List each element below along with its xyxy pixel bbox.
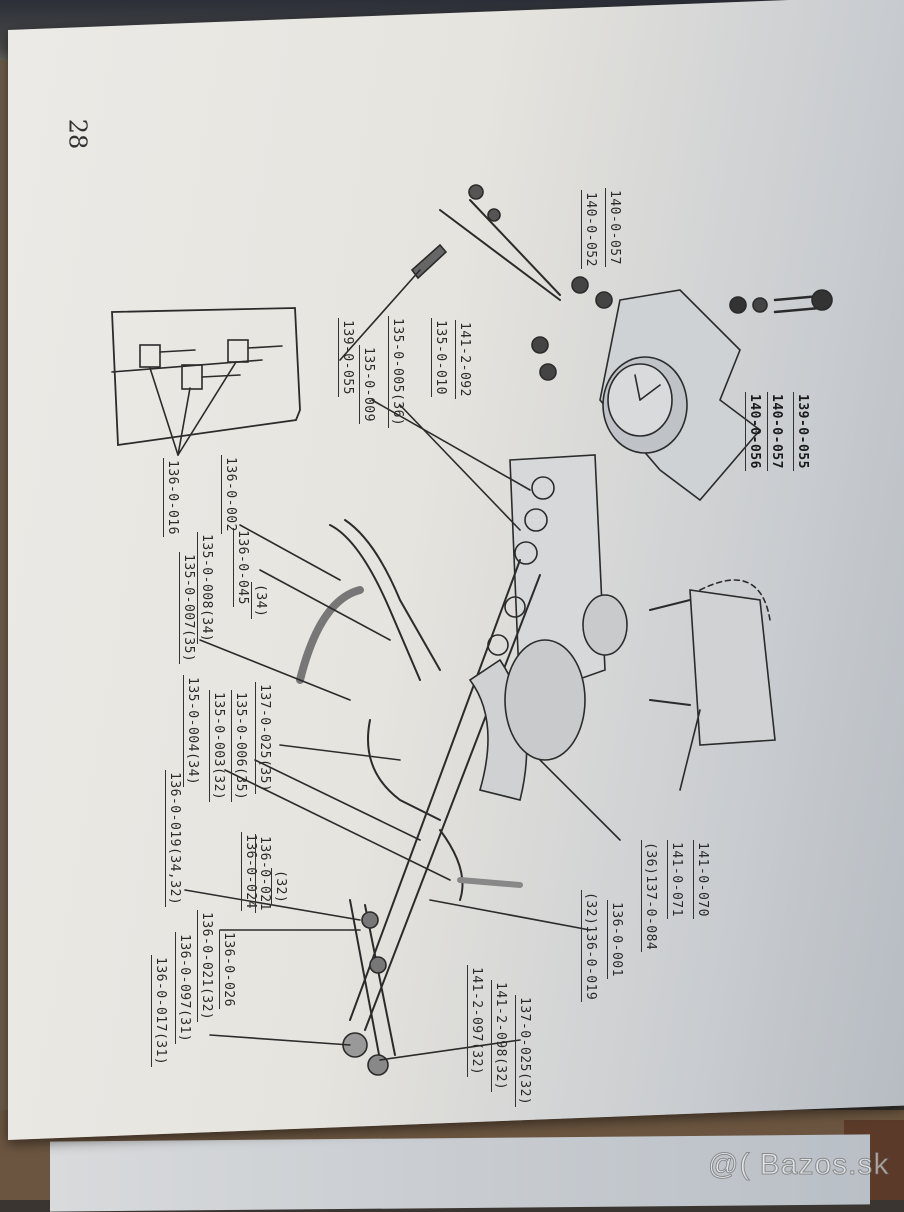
part-label: 139-0-055	[338, 318, 355, 397]
part-label: 137-0-025(32)	[515, 995, 532, 1108]
part-label: 135-0-003(32)	[209, 690, 226, 803]
part-label: (32)	[271, 868, 288, 906]
part-label: 135-0-008(34)	[197, 532, 214, 645]
page-number: 28	[63, 118, 92, 150]
part-label: (36)137-0-084	[641, 840, 658, 953]
manual-page	[8, 0, 904, 1141]
part-label: 140-0-057	[767, 392, 784, 471]
part-label: 140-0-052	[581, 190, 598, 269]
part-label: 136-0-021(32)	[197, 910, 214, 1023]
watermark: @( Bazos.sk	[708, 1148, 890, 1182]
part-label: 141-2-098(32)	[491, 980, 508, 1093]
part-label: 141-0-071	[667, 840, 684, 919]
part-label: 136-0-016	[163, 458, 180, 537]
part-label: 135-0-010	[431, 318, 448, 397]
part-label: 139-0-055	[793, 392, 810, 471]
part-label: 136-0-001	[607, 900, 624, 979]
part-label: 136-0-026	[219, 930, 236, 1009]
part-label: 135-0-009	[359, 345, 376, 424]
part-label: 136-0-097(31)	[175, 932, 192, 1045]
part-label: 135-0-005(36)	[388, 316, 405, 429]
part-label: 136-0-017(31)	[151, 955, 168, 1068]
part-label: 141-2-097(32)	[467, 965, 484, 1078]
part-label: (32)136-0-019	[581, 890, 598, 1003]
part-label: 137-0-025(35)	[255, 682, 272, 795]
part-label: 136-0-021	[255, 834, 272, 913]
part-label: 136-0-045	[233, 528, 250, 607]
part-label: 140-0-057	[605, 188, 622, 267]
part-label: 140-0-056	[745, 392, 762, 471]
part-label: (34)	[251, 582, 268, 620]
part-label: 141-2-092	[455, 320, 472, 399]
part-label: 135-0-004(34)	[183, 675, 200, 788]
part-label: 136-0-019(34,32)	[165, 770, 182, 908]
part-label: 136-0-002	[221, 455, 238, 534]
part-label: 135-0-006(35)	[231, 690, 248, 803]
part-label: 135-0-007(35)	[179, 552, 196, 665]
part-label: 141-0-070	[693, 840, 710, 919]
